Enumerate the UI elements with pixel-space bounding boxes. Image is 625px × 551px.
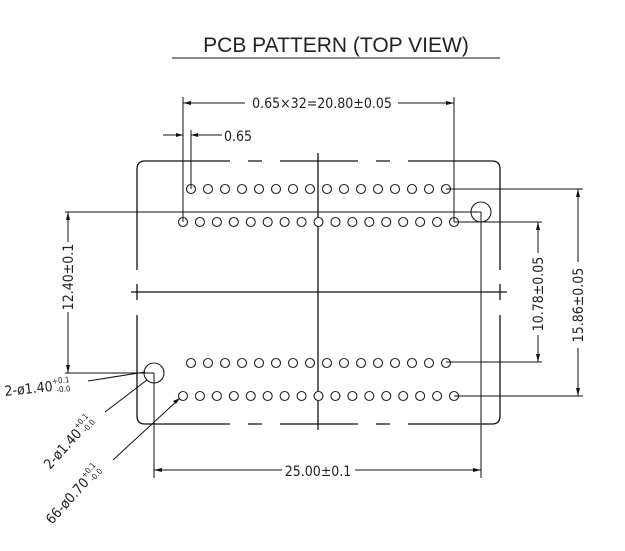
pad-hole — [406, 183, 418, 195]
pad-hole — [304, 183, 316, 195]
pad-hole — [347, 390, 358, 402]
pad-hole — [304, 357, 316, 369]
pad-hole — [236, 183, 248, 195]
pad-hole — [338, 183, 350, 195]
pad-hole — [236, 357, 248, 369]
pad-hole — [432, 216, 443, 228]
vertical-inner-label: 10.78±0.05 — [531, 257, 547, 332]
pitch-total-label: 0.65×32=20.80±0.05 — [252, 96, 392, 112]
pad-hole — [202, 183, 214, 195]
pad-hole — [270, 183, 282, 195]
pad-hole — [389, 357, 401, 369]
pad-hole — [262, 216, 273, 228]
pad-hole — [372, 183, 384, 195]
outer-vertical-dimension: 15.86±0.05 — [446, 188, 587, 397]
pad-hole — [253, 357, 265, 369]
pad-hole — [364, 390, 375, 402]
pad-hole — [338, 357, 350, 369]
pad-hole — [287, 357, 299, 369]
horizontal-bottom-dimension: 25.00±0.1 — [153, 212, 482, 480]
pad-holes — [177, 183, 460, 402]
pad-hole — [372, 357, 384, 369]
pitch-total-dimension: 0.65×32=20.80±0.05 — [182, 96, 455, 222]
pad-hole — [330, 390, 341, 402]
vertical-outer-label: 15.86±0.05 — [571, 268, 587, 343]
pad-hole — [228, 216, 239, 228]
callout-mounting-hole-2: 2-ø1.40+0.1-0.0 — [41, 379, 148, 473]
callout-pad-holes: 66-ø0.70+0.1-0.0 — [43, 398, 180, 528]
board-outline — [136, 160, 501, 425]
pad-hole — [313, 216, 324, 228]
pad-hole — [177, 390, 189, 402]
pad-hole — [228, 390, 239, 402]
drawing-title: PCB PATTERN (TOP VIEW) — [203, 34, 469, 57]
pad-hole — [313, 390, 324, 402]
pad-hole — [398, 216, 409, 228]
pad-hole — [185, 357, 197, 369]
pad-hole — [381, 390, 392, 402]
pad-hole — [194, 390, 205, 402]
pad-hole — [364, 216, 375, 228]
pad-hole — [262, 390, 273, 402]
pad-hole — [245, 390, 256, 402]
pad-hole — [287, 183, 299, 195]
pad-hole — [279, 216, 290, 228]
pad-hole — [194, 216, 205, 228]
pad-hole — [440, 357, 452, 369]
pad-hole — [330, 216, 341, 228]
pad-hole — [296, 390, 307, 402]
pad-hole — [296, 216, 307, 228]
pad-hole — [219, 357, 231, 369]
pad-hole — [245, 216, 256, 228]
pitch-dimension: 0.65 — [163, 129, 252, 189]
pad-hole — [381, 216, 392, 228]
callout-mounting-hole-1: 2-ø1.40+0.1-0.0 — [4, 371, 146, 400]
pad-hole — [219, 183, 231, 195]
pad-hole — [211, 216, 222, 228]
left-vertical-dimension: 12.40±0.1 — [61, 211, 481, 374]
pad-hole — [279, 390, 290, 402]
pad-hole — [202, 357, 214, 369]
pad-hole — [398, 390, 409, 402]
pad-hole — [321, 357, 333, 369]
vertical-left-label: 12.40±0.1 — [61, 244, 77, 311]
pad-hole — [270, 357, 282, 369]
pad-hole — [347, 216, 358, 228]
pad-hole — [355, 183, 367, 195]
pad-hole — [253, 183, 265, 195]
horizontal-bottom-label: 25.00±0.1 — [285, 464, 352, 480]
pad-hole — [389, 183, 401, 195]
pad-hole — [406, 357, 418, 369]
inner-vertical-dimension: 10.78±0.05 — [446, 221, 547, 363]
pad-hole — [321, 183, 333, 195]
pad-hole — [211, 390, 222, 402]
pad-hole — [415, 216, 426, 228]
pad-hole — [423, 357, 435, 369]
pad-hole — [355, 357, 367, 369]
pitch-label: 0.65 — [224, 129, 252, 145]
svg-text:2-ø1.40+0.1-0.0: 2-ø1.40+0.1-0.0 — [4, 375, 72, 400]
pad-hole — [432, 390, 443, 402]
pad-hole — [423, 183, 435, 195]
pad-hole — [415, 390, 426, 402]
